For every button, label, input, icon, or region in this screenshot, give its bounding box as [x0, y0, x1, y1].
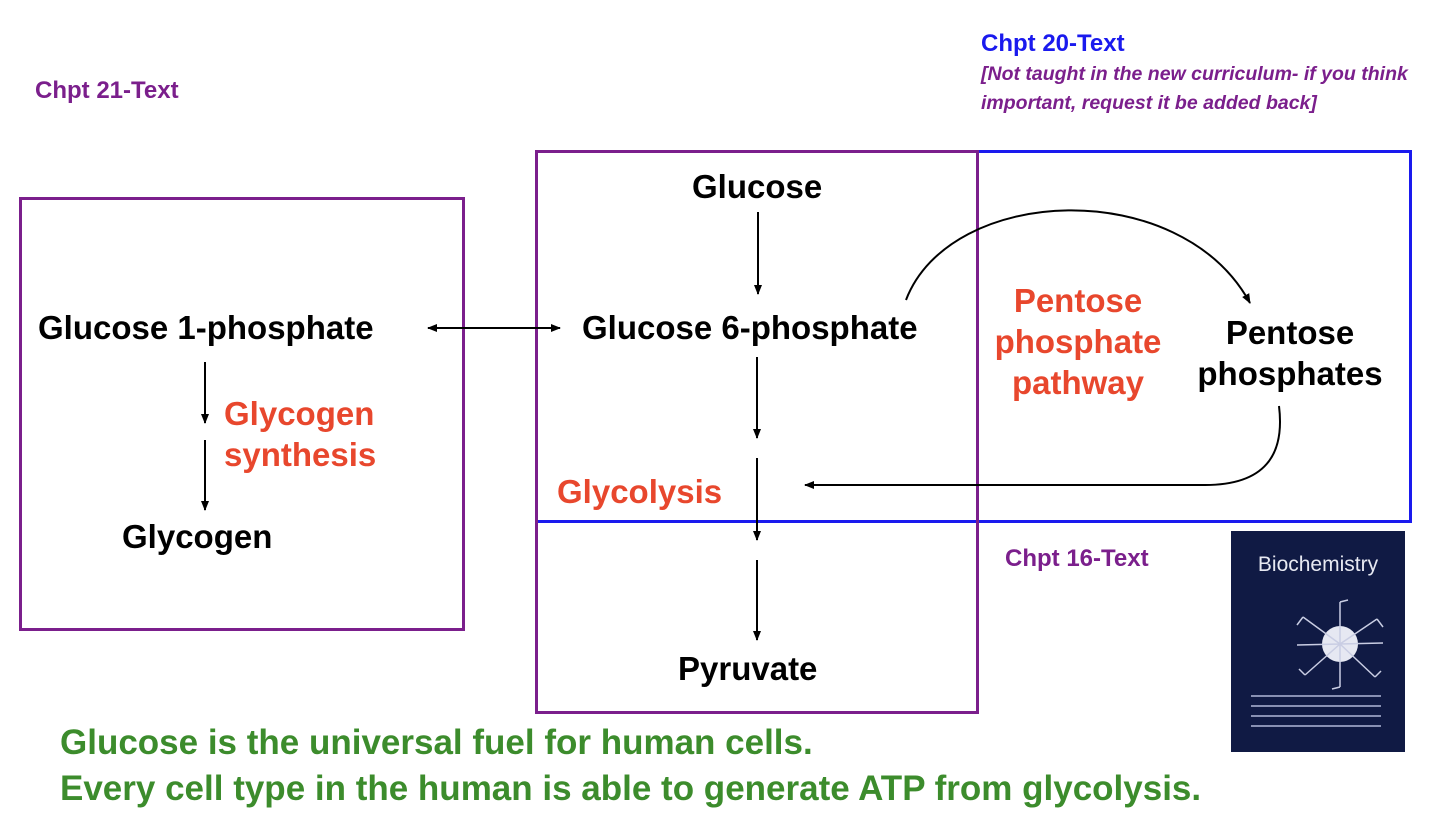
ppp-line1: Pentose — [1013, 282, 1143, 319]
biochemistry-book-cover: Biochemistry — [1231, 531, 1405, 752]
pentose-phosphates-node: Pentose phosphates — [1180, 312, 1400, 394]
glycogen-synthesis-line1: Glycogen — [224, 395, 375, 432]
chpt21-label: Chpt 21-Text — [35, 77, 179, 104]
ppp-line2: phosphate — [994, 323, 1162, 360]
pentose-phosphates-line2: phosphates — [1197, 355, 1383, 392]
book-author-lines — [1251, 695, 1381, 735]
pentose-phosphate-pathway-label: Pentose phosphate pathway — [983, 280, 1173, 403]
chpt20-label: Chpt 20-Text — [981, 30, 1125, 57]
glycolysis-box — [535, 150, 979, 714]
book-title: Biochemistry — [1257, 553, 1379, 576]
ppp-line3: pathway — [1011, 364, 1145, 401]
glycogen-node: Glycogen — [122, 518, 273, 555]
glycolysis-label: Glycolysis — [557, 473, 723, 510]
glucose-6-phosphate-node: Glucose 6-phosphate — [582, 309, 918, 346]
chpt16-label: Chpt 16-Text — [1005, 545, 1149, 572]
pyruvate-node: Pyruvate — [678, 650, 818, 687]
footer-line-2: Every cell type in the human is able to … — [60, 769, 1202, 808]
glycogen-synthesis-label: Glycogen synthesis — [224, 393, 376, 475]
arrow-pentose-return — [804, 405, 1281, 489]
glucose-1-phosphate-node: Glucose 1-phosphate — [38, 309, 374, 346]
footer-line-1: Glucose is the universal fuel for human … — [60, 723, 813, 762]
chpt20-note: [Not taught in the new curriculum- if yo… — [981, 63, 1408, 114]
arc-g6p-to-pentose — [905, 209, 1251, 304]
chpt21-box — [19, 197, 465, 631]
molecule-illustration — [1296, 599, 1384, 690]
glucose-node: Glucose — [692, 168, 823, 205]
pentose-phosphates-line1: Pentose — [1225, 314, 1355, 351]
glycogen-synthesis-line2: synthesis — [224, 436, 377, 473]
